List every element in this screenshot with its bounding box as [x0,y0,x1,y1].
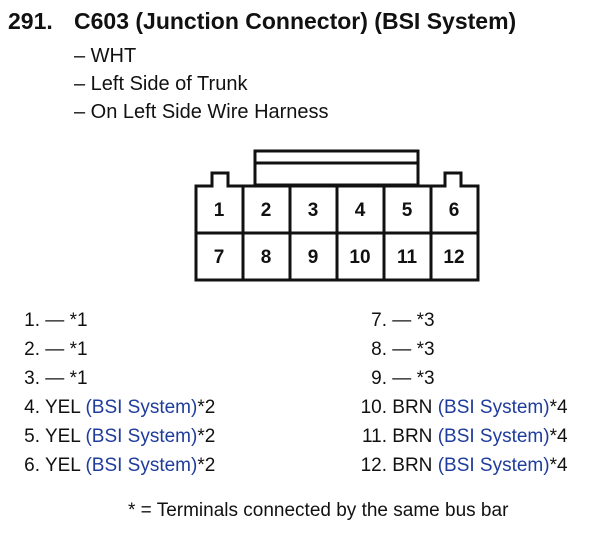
terminal-number: 12. [360,455,387,476]
terminal-row: 9. — *3 [355,364,568,393]
terminal-number: 4. [24,397,40,418]
connector-lock-tab [253,149,420,187]
terminal-row: 4. YEL (BSI System)*2 [18,393,215,422]
connector-name: C603 (Junction Connector) (BSI System) [74,8,517,34]
bus-bar-note: *3 [416,339,435,360]
bus-bar-note: *3 [416,368,435,389]
connector-number: 291. [8,8,53,34]
terminal-number: 9. [371,368,387,389]
terminal-number: 11. [361,426,387,447]
system-link[interactable]: (BSI System) [437,397,550,418]
bus-bar-note: *2 [197,455,216,476]
wire-color: YEL [44,397,81,418]
terminal-number: 8. [371,339,387,360]
terminal-row: 7. — *3 [355,306,568,335]
terminal-number: 10. [360,397,387,418]
bus-bar-note: *4 [549,426,568,447]
bus-bar-note: *2 [197,397,216,418]
wire-color: — [392,339,412,360]
terminal-row: 10. BRN (BSI System)*4 [355,393,568,422]
pin-label: 9 [308,247,319,268]
pin-label: 4 [355,200,366,221]
wire-color: — [45,339,65,360]
wire-color: — [392,310,412,331]
terminal-row: 3. — *1 [18,364,215,393]
terminal-row: 6. YEL (BSI System)*2 [18,451,215,480]
pin-label: 12 [443,247,464,268]
terminal-row: 12. BRN (BSI System)*4 [355,451,568,480]
wire-color: — [45,368,65,389]
wire-color: — [392,368,412,389]
terminal-number: 6. [24,455,40,476]
bus-bar-note: *3 [416,310,435,331]
bus-bar-note: *1 [69,368,88,389]
pin-label: 3 [308,200,319,221]
connector-title: 291. C603 (Junction Connector) (BSI Syste… [8,8,516,35]
wire-color: — [45,310,65,331]
wire-color: YEL [44,455,81,476]
terminal-list-left: 1. — *1 2. — *1 3. — *1 4. YEL (BSI Syst… [18,306,215,480]
bus-bar-footnote: * = Terminals connected by the same bus … [128,500,509,521]
bus-bar-note: *4 [549,397,568,418]
pin-label: 6 [449,200,460,221]
bus-bar-note: *4 [549,455,568,476]
detail-harness: – On Left Side Wire Harness [74,101,329,123]
bus-bar-note: *1 [69,339,88,360]
wire-color: BRN [392,426,433,447]
wire-color: YEL [44,426,81,447]
pin-label: 1 [214,200,225,221]
system-link[interactable]: (BSI System) [85,426,198,447]
system-link[interactable]: (BSI System) [437,455,550,476]
system-link[interactable]: (BSI System) [85,455,198,476]
detail-location: – Left Side of Trunk [74,73,248,95]
wire-color: BRN [392,455,433,476]
terminal-row: 2. — *1 [18,335,215,364]
pin-label: 11 [397,247,418,268]
bus-bar-note: *1 [69,310,88,331]
bus-bar-note: *2 [197,426,216,447]
terminal-number: 2. [24,339,40,360]
system-link[interactable]: (BSI System) [85,397,198,418]
detail-color: – WHT [74,45,137,67]
terminal-list-right: 7. — *3 8. — *3 9. — *3 10. BRN (BSI Sys… [355,306,568,480]
system-link[interactable]: (BSI System) [437,426,550,447]
terminal-row: 11. BRN (BSI System)*4 [355,422,568,451]
pin-label: 5 [402,200,413,221]
connector-body [194,171,480,282]
terminal-number: 1. [24,310,40,331]
terminal-row: 5. YEL (BSI System)*2 [18,422,215,451]
pin-label: 2 [261,200,272,221]
terminal-number: 5. [24,426,40,447]
connector-details: – WHT – Left Side of Trunk – On Left Sid… [74,42,329,126]
terminal-number: 7. [371,310,387,331]
terminal-row: 1. — *1 [18,306,215,335]
pin-label: 8 [261,247,272,268]
terminal-number: 3. [24,368,40,389]
pin-label: 10 [349,247,370,268]
terminal-row: 8. — *3 [355,335,568,364]
wire-color: BRN [392,397,433,418]
pin-label: 7 [214,247,225,268]
